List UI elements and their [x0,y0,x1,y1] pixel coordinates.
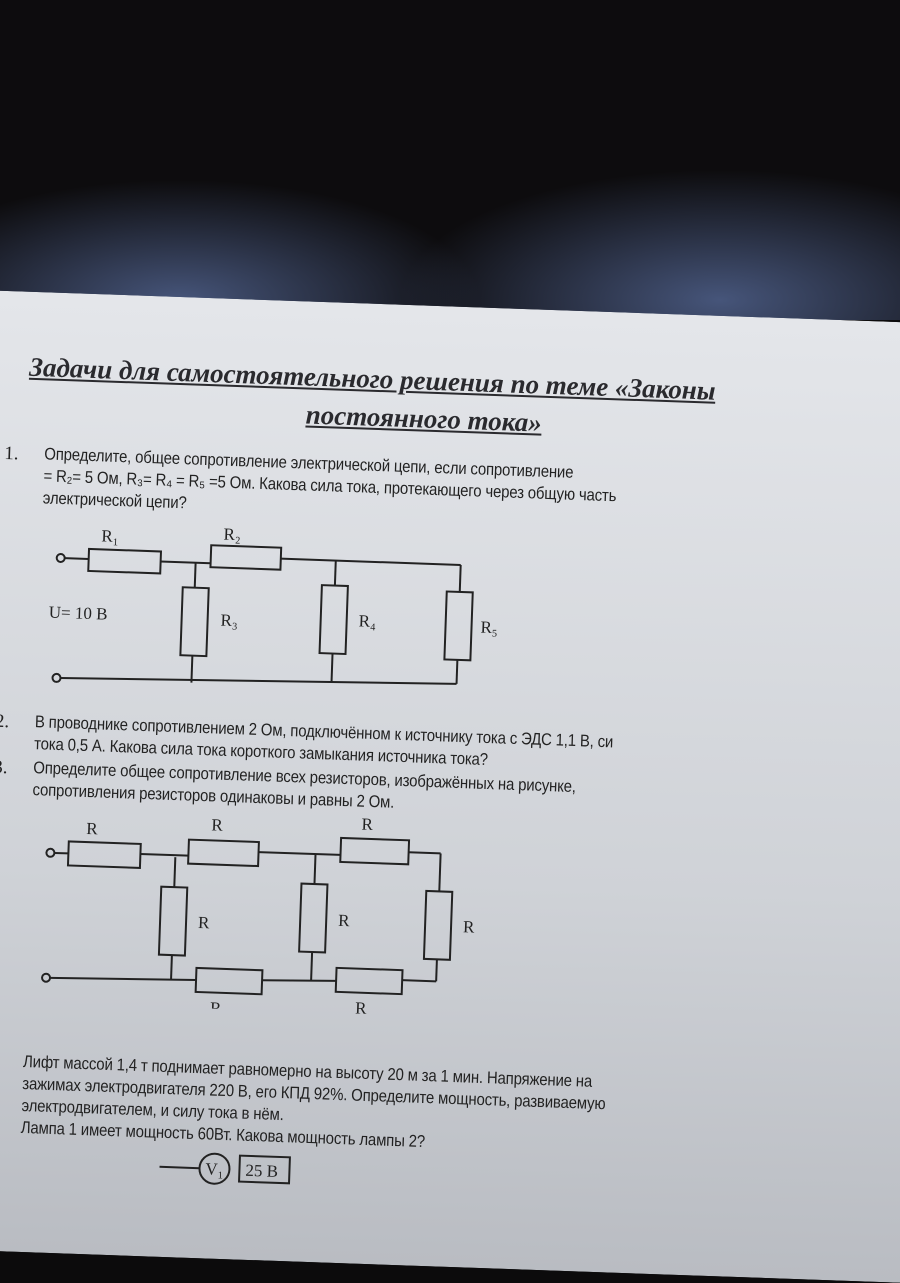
label-r5: R₅ [480,618,498,638]
voltmeter-label: V₁ [205,1159,224,1179]
label-r1: R₁ [101,526,119,546]
label-r: R [86,819,99,838]
problem-1-line: электрической цепи? [42,488,187,513]
problem-2-number: 2. [0,711,10,733]
label-r4: R₄ [358,611,376,631]
label-r: R [211,815,224,834]
label-r: R [361,815,374,834]
label-r3: R₃ [220,611,238,631]
label-r: R [355,999,368,1018]
label-r: R [338,911,351,930]
label-r: R [198,913,211,932]
circuit-diagram-2: R R R R R R R R [35,802,522,1019]
title-line-1: Задачи для самостоятельного решения по т… [29,352,716,407]
circuit-diagram-1: R₁ R₂ U= 10 В R₃ R₄ R₅ [46,518,532,705]
problem-1-number: 1. [4,443,19,465]
background-jeans [0,0,900,320]
label-r: R [463,917,476,936]
label-r2: R₂ [223,525,241,545]
circuit-diagram-3: V₁ 25 В [159,1145,360,1192]
title-line-2: постоянного тока» [305,399,542,438]
label-r: R [210,998,223,1017]
worksheet-paper: Задачи для самостоятельного решения по т… [0,290,900,1283]
voltmeter-reading: 25 В [245,1161,278,1181]
problem-3-number: 3. [0,757,8,779]
label-voltage: U= 10 В [48,603,107,624]
